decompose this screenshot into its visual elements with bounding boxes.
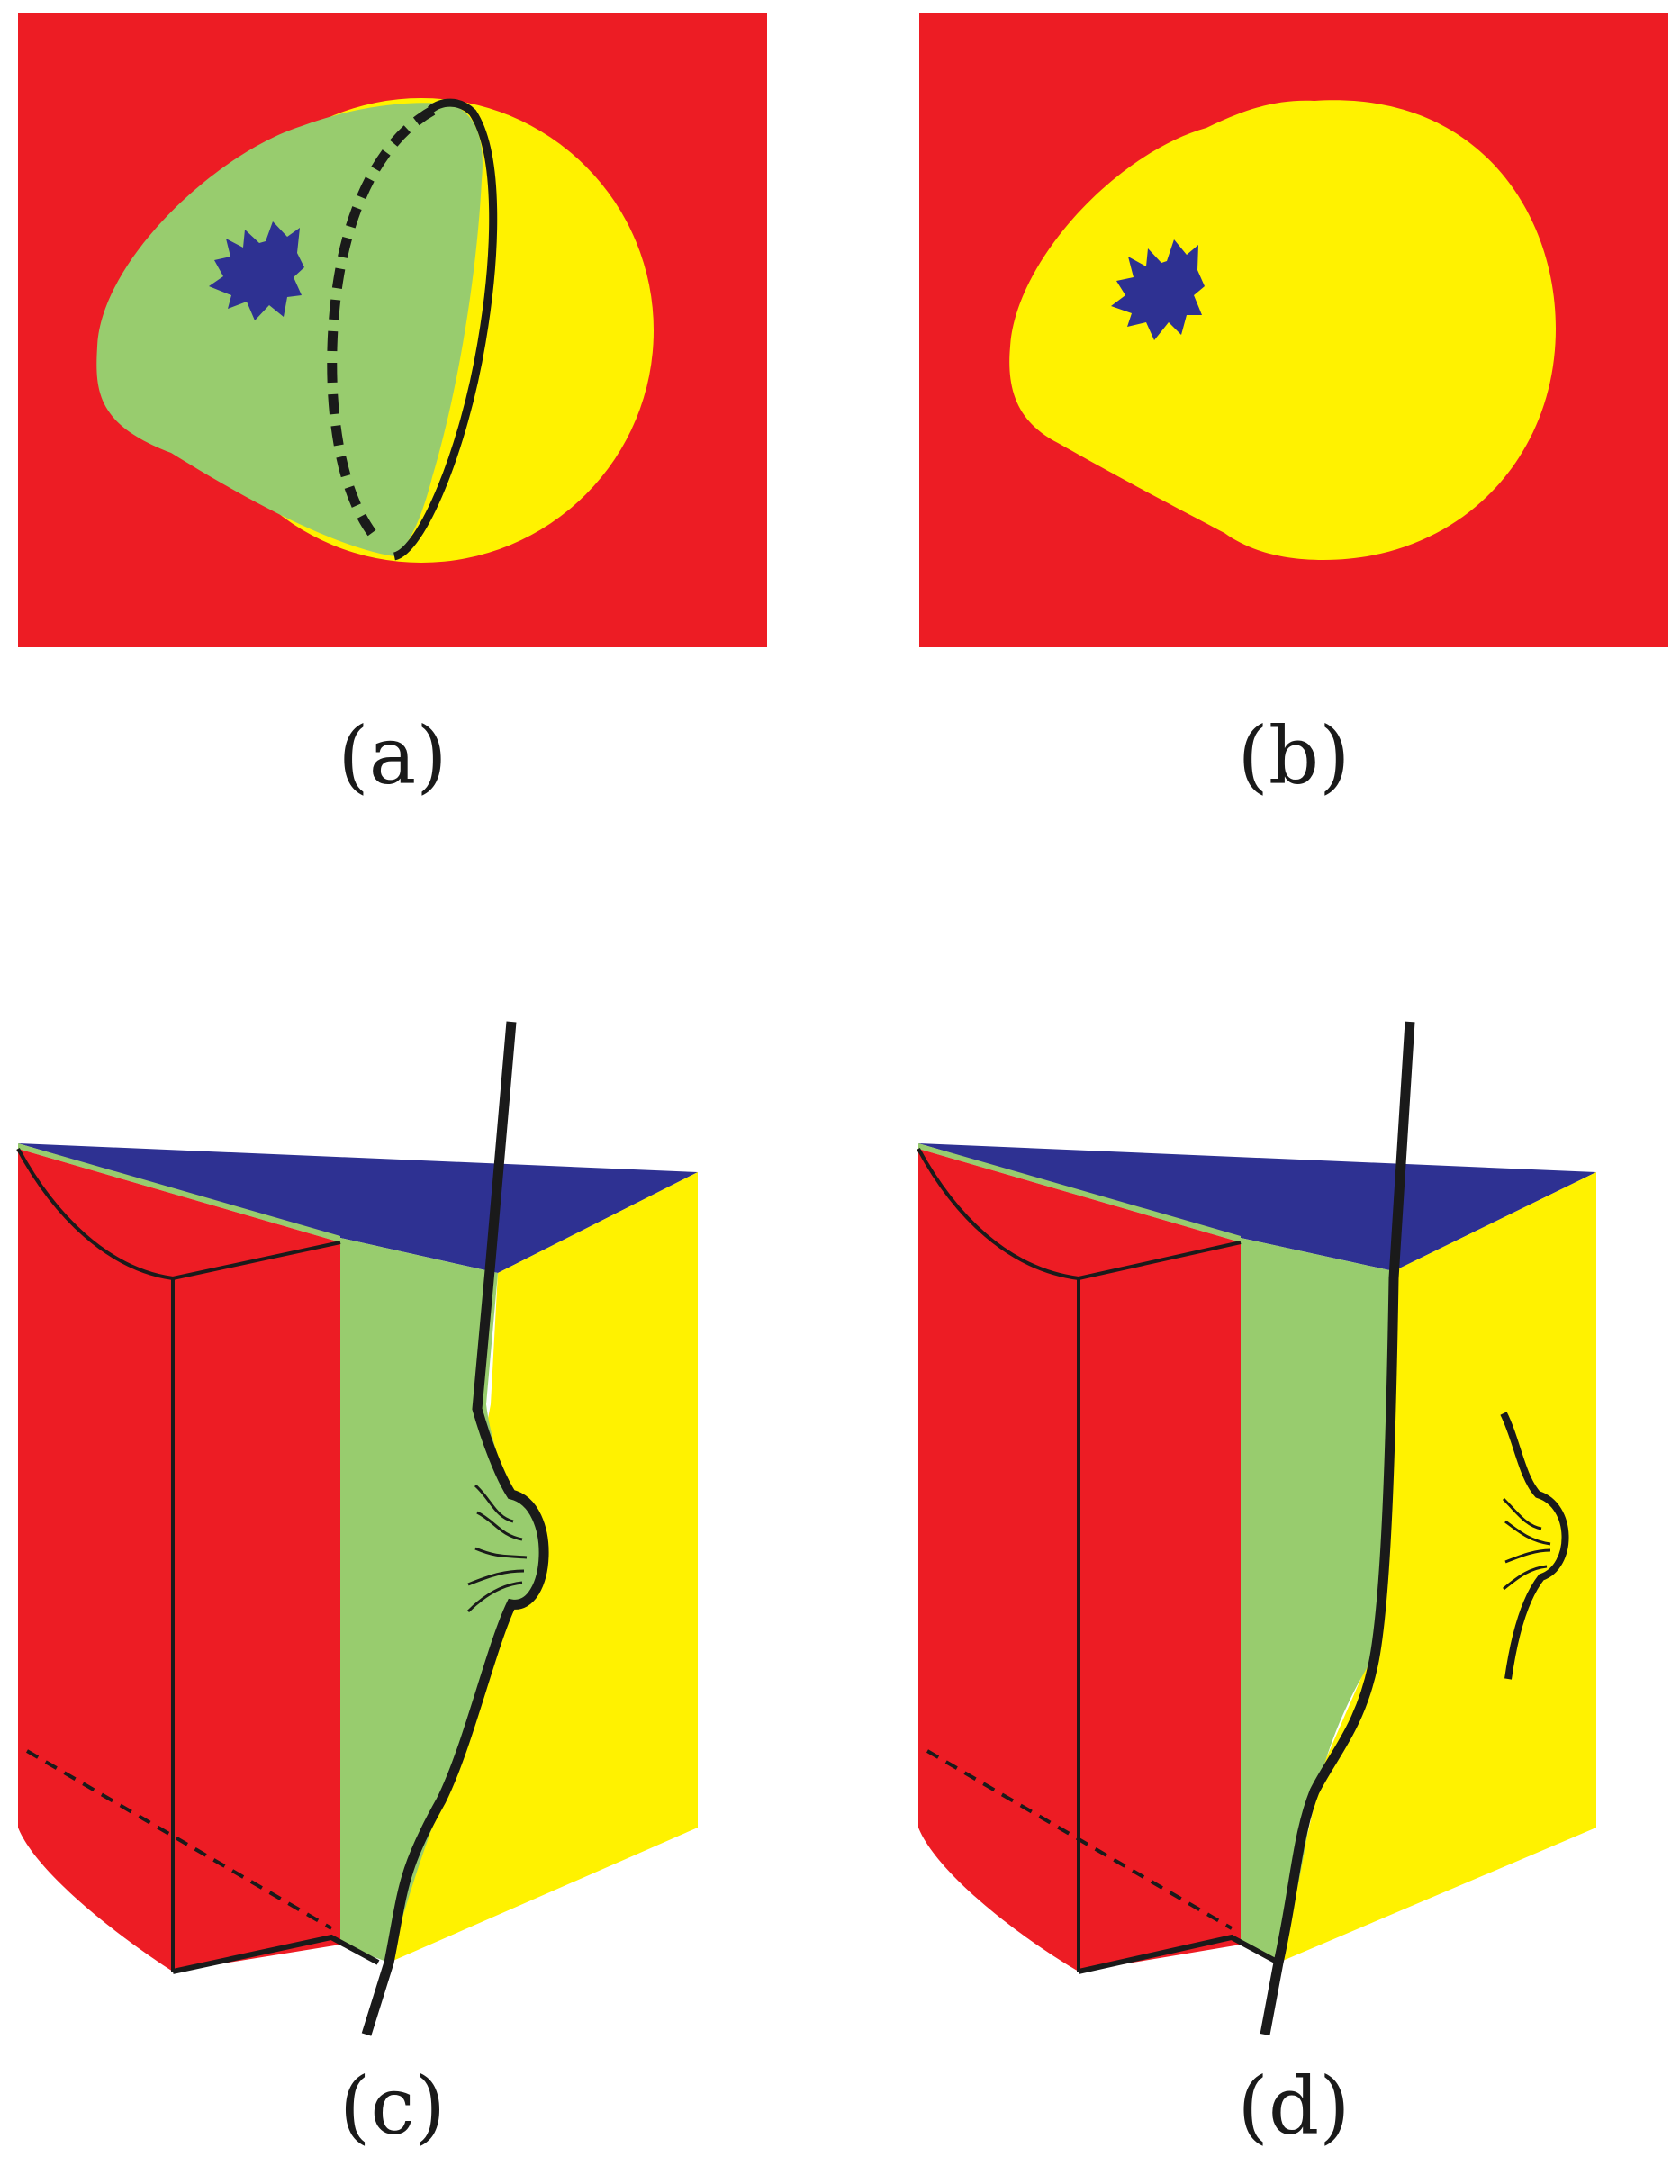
panel-a [18,13,767,647]
panel-c-green-region [340,1238,542,1963]
panel-a-label: (a) [338,709,447,802]
panel-b-yellow-region [1009,100,1556,560]
panel-d-hidden-edge [926,1749,1233,1930]
panel-a-star-icon [209,221,304,320]
panel-d-label: (d) [1238,2060,1350,2152]
panel-d-top-edge-sliver [918,1143,1241,1242]
panel-d-top-face [918,1143,1596,1271]
panel-d-front-edges [1078,1241,1242,1280]
panel-c-wrinkles [466,1484,528,1613]
panel-c-top-edge-sliver [18,1143,340,1242]
panel-c [16,1021,698,2036]
panel-c-top-face [18,1143,698,1273]
panel-c-bottom-edges [172,1934,380,1974]
panel-c-hidden-edge [25,1749,333,1930]
panel-b-label: (b) [1238,709,1350,802]
panel-c-top-arc [16,1148,174,1280]
panel-c-red-face [18,1149,340,1972]
panel-a-solid-boundary [393,98,498,561]
panel-d-yellow-face [1278,1172,1596,1963]
panel-b-star-icon [1111,239,1205,340]
panel-d-interface-curve [1260,1021,1415,2036]
panel-d-bottom-edges [1078,1934,1280,1974]
panel-d-green-region [1241,1238,1394,1963]
panel-c-front-edges [172,1241,341,1280]
panel-d-wrinkles [1502,1497,1551,1591]
panel-c-interface-curve [361,1021,549,2036]
panel-c-label: (c) [339,2060,446,2152]
panel-d [917,1021,1596,2036]
panel-a-green-region [96,103,483,557]
panel-a-dashed-boundary [327,101,444,537]
panel-d-bump-curve [1500,1412,1569,1680]
panel-d-top-arc [917,1148,1079,1280]
panel-b [919,13,1668,647]
